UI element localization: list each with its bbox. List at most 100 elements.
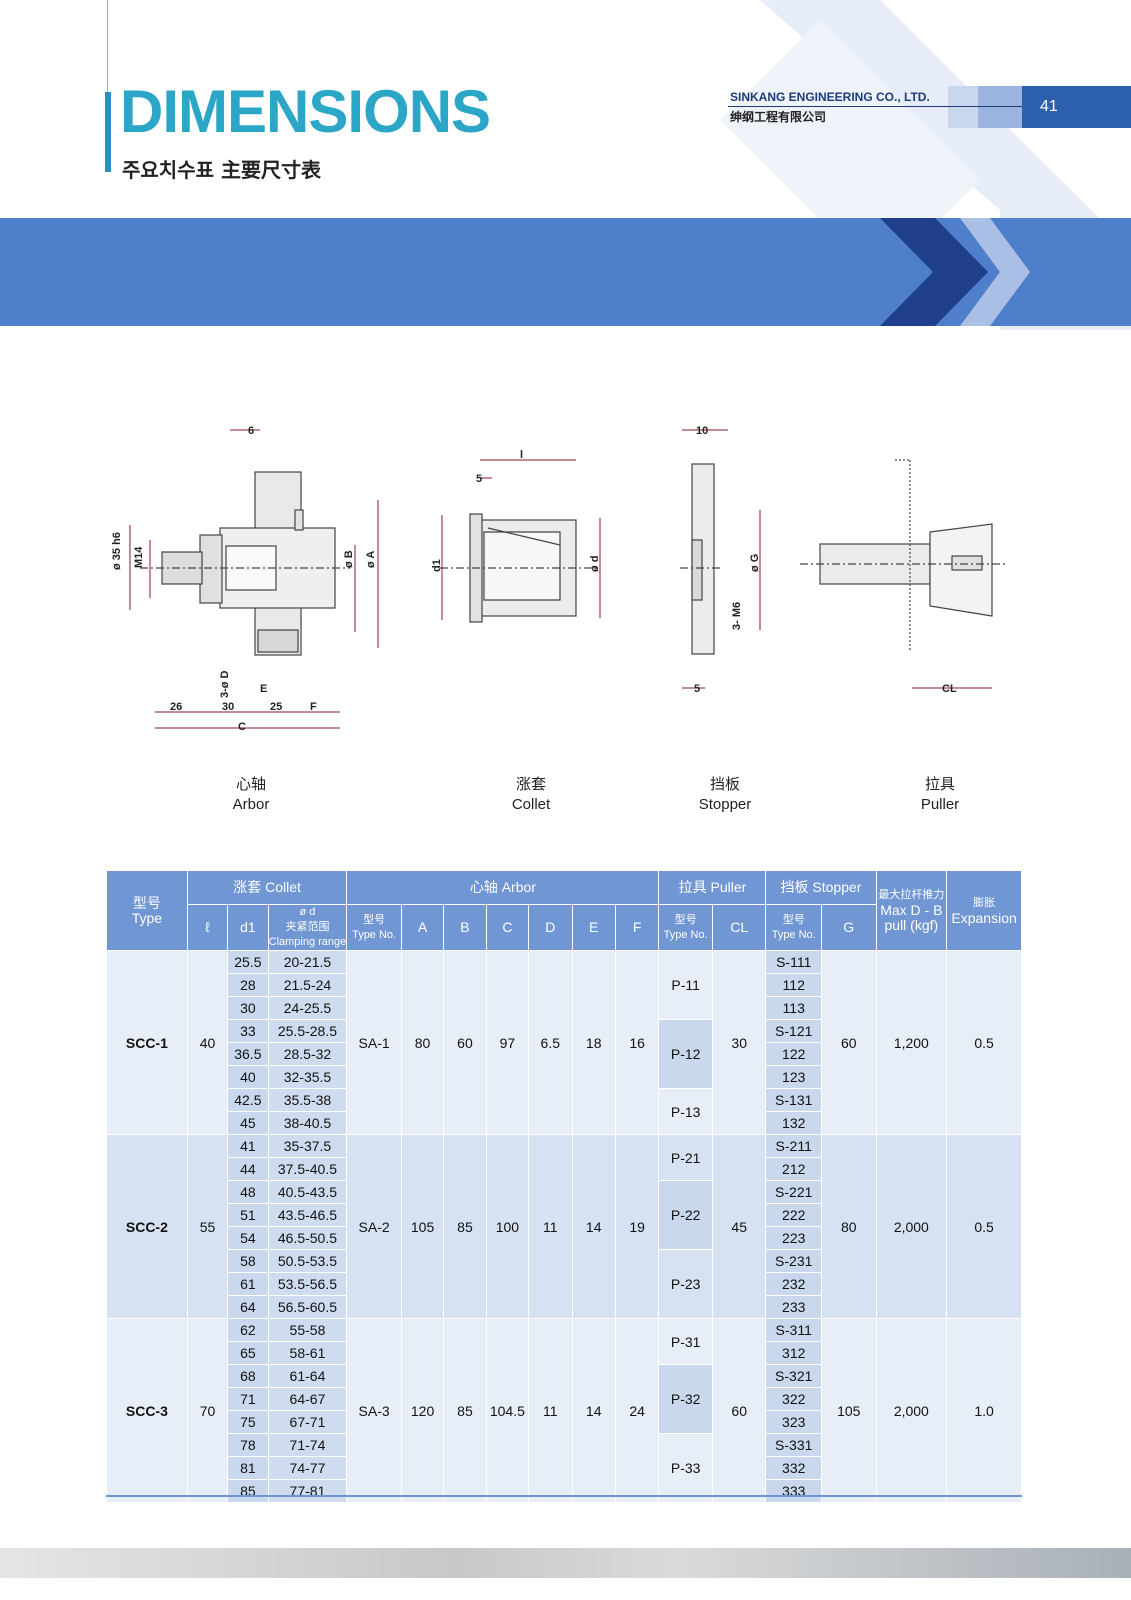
- header-arbor-typeno-cn: 型号: [363, 913, 386, 926]
- cell-d1: 30: [227, 996, 269, 1020]
- cell-d1: 58: [227, 1249, 269, 1273]
- cell-d1: 61: [227, 1272, 269, 1296]
- header-band: [0, 218, 1131, 326]
- cell-d: 11: [528, 1134, 573, 1319]
- cell-stopper: 312: [765, 1341, 822, 1365]
- cell-clamping: 35.5-38: [267, 1088, 348, 1112]
- cell-stopper: S-131: [765, 1088, 822, 1112]
- cell-clamping: 64-67: [267, 1387, 348, 1411]
- cell-l: 70: [186, 1318, 229, 1503]
- header-vertical-line: [107, 0, 108, 92]
- cell-clamping: 71-74: [267, 1433, 348, 1457]
- cell-f: 24: [614, 1318, 660, 1503]
- header-stopper-typeno-en: Type No.: [771, 928, 816, 941]
- header-expansion-cn: 膨胀: [973, 896, 996, 909]
- arbor-dim-26: 26: [170, 701, 182, 713]
- cell-stopper: 232: [765, 1272, 822, 1296]
- header-puller: 拉具 Puller: [658, 870, 767, 905]
- cell-d1: 65: [227, 1341, 269, 1365]
- header-stopper: 挡板 Stopper: [765, 870, 877, 905]
- cell-stopper: 112: [765, 973, 822, 997]
- header-d1: d1: [227, 904, 269, 951]
- cell-clamping: 53.5-56.5: [267, 1272, 348, 1296]
- cell-stopper: S-111: [765, 950, 822, 974]
- caption-puller-en: Puller: [920, 796, 960, 813]
- company-name-cn: 绅纲工程有限公司: [730, 110, 827, 124]
- cell-d1: 33: [227, 1019, 269, 1043]
- stopper-dim-5: 5: [694, 683, 700, 695]
- cell-clamping: 40.5-43.5: [267, 1180, 348, 1204]
- cell-puller: P-21: [658, 1134, 713, 1181]
- cell-d1: 54: [227, 1226, 269, 1250]
- header-puller-typeno-en: Type No.: [663, 928, 708, 941]
- cell-clamping: 46.5-50.5: [267, 1226, 348, 1250]
- cell-stopper: S-231: [765, 1249, 822, 1273]
- table-bottom-rule: [106, 1495, 1022, 1497]
- technical-drawing: 6 ø 35 h6 M14 ø B ø A 3-ø D E 26 30 25 F…: [111, 425, 1005, 733]
- cell-type: SCC-1: [106, 950, 188, 1135]
- cell-clamping: 32-35.5: [267, 1065, 348, 1089]
- caption-collet-cn: 涨套: [515, 776, 546, 793]
- cell-d1: 75: [227, 1410, 269, 1434]
- cell-clamping: 35-37.5: [267, 1134, 348, 1158]
- collet-dim-l: l: [520, 449, 523, 461]
- header-arbor: 心轴 Arbor: [346, 870, 660, 905]
- cell-f: 16: [614, 950, 660, 1135]
- header-stopper-typeno-cn: 型号: [782, 913, 805, 926]
- cell-type: SCC-3: [106, 1318, 188, 1503]
- cell-g: 60: [820, 950, 877, 1135]
- caption-stopper-en: Stopper: [698, 796, 752, 813]
- cell-d1: 51: [227, 1203, 269, 1227]
- cell-d1: 45: [227, 1111, 269, 1135]
- arbor-dim-m14: M14: [133, 546, 145, 568]
- header-cl: CL: [711, 904, 767, 951]
- cell-clamping: 21.5-24: [267, 973, 348, 997]
- cell-stopper: 113: [765, 996, 822, 1020]
- puller-drawing: [800, 459, 1005, 650]
- cell-stopper: 233: [765, 1295, 822, 1319]
- cell-c: 100: [485, 1134, 530, 1319]
- page-number: 41: [1022, 86, 1131, 128]
- cell-expansion: 0.5: [946, 950, 1022, 1135]
- cell-clamping: 25.5-28.5: [267, 1019, 348, 1043]
- cell-stopper: S-331: [765, 1433, 822, 1457]
- caption-collet-en: Collet: [511, 796, 551, 813]
- cell-e: 14: [571, 1318, 616, 1503]
- cell-d1: 44: [227, 1157, 269, 1181]
- collet-dim-d1: d1: [431, 559, 443, 572]
- page-title: DIMENSIONS: [120, 78, 491, 145]
- cell-d1: 81: [227, 1456, 269, 1480]
- cell-clamping: 50.5-53.5: [267, 1249, 348, 1273]
- caption-puller-cn: 拉具: [924, 776, 955, 793]
- arbor-dim-b: ø B: [343, 550, 355, 568]
- cell-stopper: 132: [765, 1111, 822, 1135]
- arbor-dim-25: 25: [270, 701, 282, 713]
- arbor-dim-c: C: [238, 721, 246, 733]
- cell-puller: P-11: [658, 950, 713, 1020]
- cell-stopper: 222: [765, 1203, 822, 1227]
- footer-bar: [0, 1548, 1131, 1578]
- cell-l: 55: [186, 1134, 229, 1319]
- stopper-drawing: [680, 463, 720, 655]
- header-c: C: [485, 904, 530, 951]
- header-max-pull-en: Max D - B pull (kgf): [880, 902, 943, 933]
- page-subtitle: 주요치수표 主要尺寸表: [122, 158, 321, 182]
- cell-stopper: 123: [765, 1065, 822, 1089]
- cell-cl: 60: [711, 1318, 767, 1503]
- caption-arbor-en: Arbor: [232, 796, 270, 813]
